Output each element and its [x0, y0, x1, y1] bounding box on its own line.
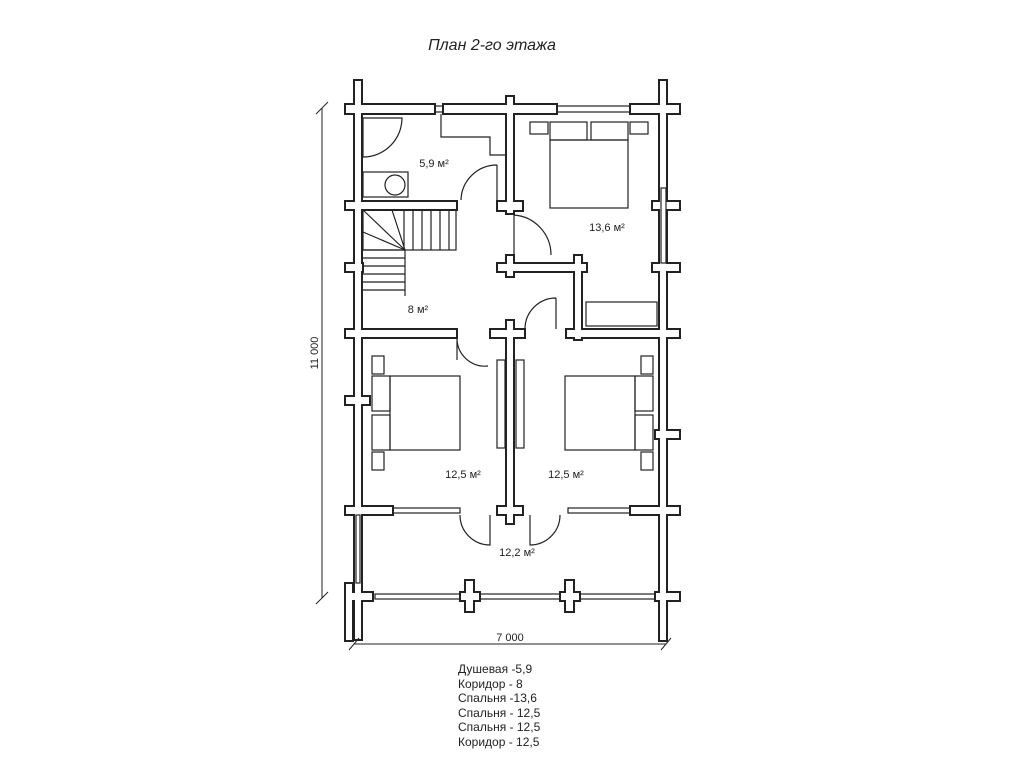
legend-item: Спальня - 12,5 [458, 720, 541, 734]
room-area-corridor-2: 12,2 м² [499, 547, 535, 559]
wardrobe [585, 301, 658, 327]
window [579, 593, 656, 600]
washbasin [384, 174, 406, 196]
wall-fill [507, 97, 513, 105]
wall-fill [660, 584, 666, 640]
dimension-width [348, 637, 672, 651]
window [374, 593, 461, 600]
pillow [371, 414, 391, 451]
pillow [549, 121, 588, 141]
closet [515, 359, 525, 449]
wall-fill [346, 330, 456, 337]
wall-fill [444, 105, 506, 113]
bed [549, 139, 629, 209]
nightstand [529, 121, 549, 135]
pillow [634, 375, 654, 412]
room-area-bedroom-2: 12,5 м² [445, 469, 481, 481]
stair-winder [362, 209, 406, 251]
wall-fill [507, 105, 513, 213]
door-bedroom-3 [529, 514, 561, 546]
wall-fill [567, 330, 679, 337]
dimension-width-label: 7 000 [496, 632, 524, 644]
wall-fill [346, 593, 372, 600]
wall-fill [498, 105, 556, 113]
wall-fill [653, 264, 679, 271]
pillow [590, 121, 629, 141]
door-corridor [524, 297, 557, 330]
closet [496, 359, 506, 449]
wall-fill [355, 81, 361, 639]
wall-fill [656, 431, 679, 438]
nightstand [371, 451, 385, 471]
partition [440, 114, 507, 156]
window [479, 593, 561, 600]
nightstand [629, 121, 649, 135]
door-shower [460, 164, 498, 201]
wall-fill [660, 81, 666, 639]
legend-item: Спальня - 12,5 [458, 705, 541, 720]
pillow [371, 375, 391, 412]
room-legend: Душевая -5,9 Коридор - 8 Спальня -13,6 С… [458, 662, 540, 749]
legend-item: Душевая -5,9 [458, 662, 533, 676]
wall-fill [346, 202, 456, 209]
bed [564, 375, 636, 451]
wall-fill [631, 507, 679, 514]
wall-fill [498, 264, 586, 271]
dimension-height [315, 101, 329, 605]
room-area-bedroom-1: 13,6 м² [589, 222, 625, 234]
wall-fill [566, 581, 573, 611]
legend-item: Спальня -13,6 [458, 691, 537, 705]
stair-winder [391, 209, 406, 251]
stair-winder [362, 231, 406, 251]
room-area-bedroom-3: 12,5 м² [548, 469, 584, 481]
wall-fill [346, 264, 362, 271]
wall-fill [631, 105, 679, 113]
door-bedroom-2 [459, 514, 491, 546]
stairs-upper [362, 209, 457, 251]
washbasin-counter [362, 171, 409, 198]
nightstand [640, 355, 654, 375]
wall-fill [346, 584, 352, 640]
nightstand [640, 451, 654, 471]
legend-item: Коридор - 12,5 [458, 734, 540, 749]
wall-fill [346, 397, 369, 404]
legend-item: Коридор - 8 [458, 676, 523, 691]
plan-title: План 2-го этажа [428, 37, 556, 54]
window [556, 105, 631, 113]
window [355, 514, 361, 584]
window [567, 507, 631, 514]
wall-fill [575, 256, 581, 339]
wall-fill [498, 202, 522, 210]
wall-fill [507, 507, 513, 523]
shower-cabin [362, 117, 403, 158]
pillow [634, 414, 654, 451]
wall-fill [466, 581, 473, 611]
window [434, 105, 444, 113]
wall-fill [507, 321, 513, 519]
wall-fill [346, 105, 434, 113]
room-area-shower: 5,9 м² [419, 158, 449, 170]
window [660, 187, 667, 264]
dimension-height-label: 11 000 [309, 337, 321, 370]
window [392, 507, 461, 514]
door-bedroom-1 [513, 214, 552, 256]
room-area-corridor-1: 8 м² [408, 304, 429, 316]
nightstand [371, 355, 385, 375]
door-bedroom-2-top [456, 337, 489, 367]
wall-fill [656, 593, 679, 600]
wall-fill [346, 507, 392, 514]
bed [389, 375, 461, 451]
